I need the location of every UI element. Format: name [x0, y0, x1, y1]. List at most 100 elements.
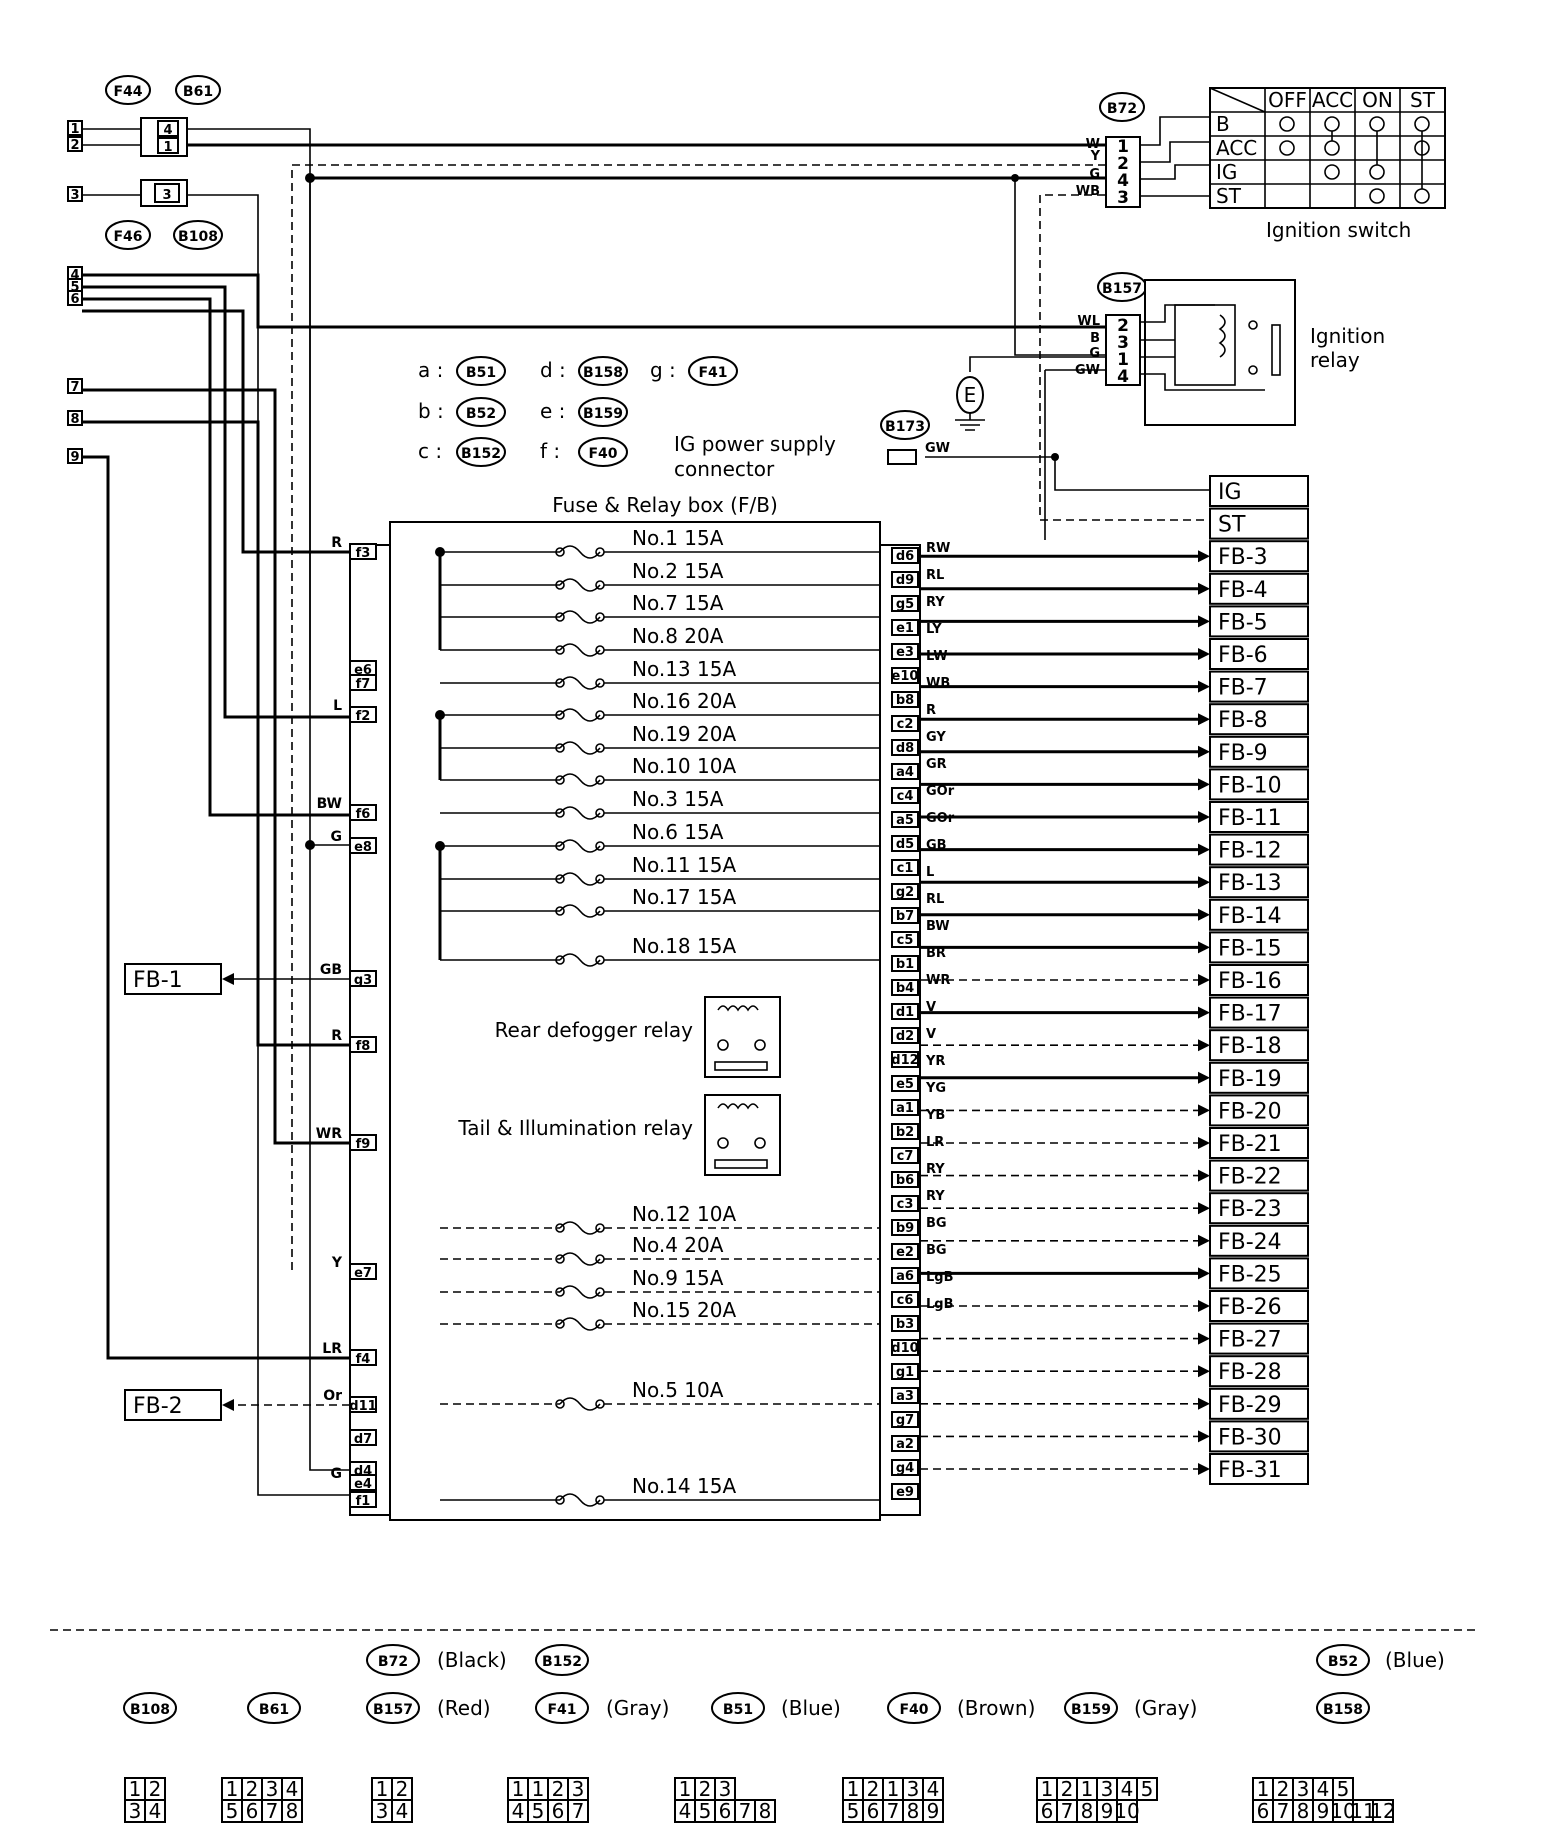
legend-connector-oval	[535, 1692, 589, 1724]
left-terminal-label: d11	[349, 1399, 376, 1414]
legend-connector-code: B52	[1328, 1654, 1358, 1670]
pin-number: 4	[149, 1799, 162, 1823]
right-terminal-label: b6	[896, 1173, 914, 1188]
right-terminal-label: c5	[897, 933, 914, 948]
output-label: IG	[1218, 480, 1242, 505]
right-terminal-box	[891, 1075, 919, 1092]
right-terminal-label: b8	[896, 693, 914, 708]
pin-number: 8	[286, 1799, 299, 1823]
right-terminal-box	[891, 1459, 919, 1476]
output-label: FB-22	[1218, 1165, 1282, 1190]
switch-position-label: ACC	[1312, 88, 1353, 112]
right-terminal-box	[891, 979, 919, 996]
legend-code-oval	[578, 437, 628, 467]
pin-number: 2	[246, 1777, 259, 1801]
legend-letter: f :	[540, 439, 560, 463]
right-terminal-label: b2	[896, 1125, 914, 1140]
right-terminal-label: g1	[896, 1365, 914, 1380]
fuse-label: No.10 10A	[632, 754, 736, 778]
tail-illumination-relay-label: Tail & Illumination relay	[457, 1116, 693, 1140]
harness-pin-label: 8	[70, 412, 79, 427]
fuse-symbol	[559, 1285, 601, 1299]
output-label: FB-17	[1218, 1002, 1282, 1027]
output-box	[1209, 1420, 1309, 1453]
svg-text:4: 4	[163, 123, 172, 138]
pin-number: 2	[1061, 1777, 1074, 1801]
output-box	[1209, 1355, 1309, 1388]
switch-contact	[1324, 164, 1340, 180]
pin-number: 11	[1350, 1799, 1375, 1823]
fuse-label: No.6 15A	[632, 820, 724, 844]
pin-number: 4	[286, 1777, 299, 1801]
switch-contact	[1279, 140, 1295, 156]
left-terminal-label: d7	[354, 1432, 372, 1447]
pin-number: 1	[847, 1777, 860, 1801]
pin-number: 4	[1317, 1777, 1330, 1801]
legend-code-oval	[688, 356, 738, 386]
ground-e-symbol: E	[955, 356, 1105, 431]
legend-connector-oval	[887, 1692, 941, 1724]
output-label: FB-24	[1218, 1230, 1282, 1255]
fuse-symbol	[559, 904, 601, 918]
legend-code-oval	[456, 397, 506, 427]
right-terminal-box	[891, 1003, 919, 1020]
sw-wire-0: W	[1086, 137, 1100, 152]
output-label: ST	[1218, 513, 1246, 538]
pin-number: 3	[1297, 1777, 1310, 1801]
legend-letter: g :	[650, 358, 676, 382]
right-wire-color: LW	[926, 649, 948, 664]
right-terminal-box	[891, 547, 919, 564]
fuse-label: No.18 15A	[632, 934, 736, 958]
legend-connector-oval	[247, 1692, 301, 1724]
sw-wire-2: G	[1089, 167, 1100, 182]
output-box	[1209, 1094, 1309, 1127]
fuse-label: No.13 15A	[632, 657, 736, 681]
right-terminal-label: d12	[891, 1053, 918, 1068]
harness-pin-box	[67, 120, 83, 136]
relay-pin-1: 3	[1117, 333, 1129, 353]
right-terminal-label: a4	[896, 765, 914, 780]
pin-number: 3	[572, 1777, 585, 1801]
output-label: FB-4	[1218, 578, 1268, 603]
left-terminal-box	[349, 1036, 377, 1053]
legend-letter: e :	[540, 399, 565, 423]
relay-pin-0: 2	[1117, 316, 1129, 336]
fuse-symbol	[559, 1221, 601, 1235]
right-terminal-box	[891, 1267, 919, 1284]
right-terminal-box	[891, 1387, 919, 1404]
left-terminal-label: g3	[354, 973, 372, 988]
fuse-label: No.16 20A	[632, 689, 736, 713]
pin-number: 4	[1121, 1777, 1134, 1801]
pin-number: 2	[867, 1777, 880, 1801]
ignition-relay-title-2: relay	[1310, 348, 1360, 372]
right-terminal-label: c7	[897, 1149, 914, 1164]
fuse-label: No.19 20A	[632, 722, 736, 746]
fuse-symbol	[559, 741, 601, 755]
output-label: FB-7	[1218, 676, 1268, 701]
right-terminal-label: c2	[897, 717, 914, 732]
pin-number: 4	[512, 1799, 525, 1823]
right-terminal-box	[891, 931, 919, 948]
right-terminal-box	[891, 1339, 919, 1356]
output-label: FB-5	[1218, 610, 1268, 635]
right-terminal-label: c6	[897, 1293, 914, 1308]
pin-number: 6	[719, 1799, 732, 1823]
pin-number: 6	[552, 1799, 565, 1823]
b108-label: B108	[178, 229, 218, 245]
right-terminal-label: b4	[896, 981, 914, 996]
fuse-symbol	[559, 839, 601, 853]
legend-connector-code: B152	[542, 1654, 582, 1670]
pin-number: 3	[266, 1777, 279, 1801]
harness-pin-label: 3	[70, 188, 79, 203]
legend-connector-oval	[535, 1644, 589, 1676]
right-terminal-box	[891, 643, 919, 660]
fuse-symbol	[559, 1397, 601, 1411]
fuse-symbol	[559, 1493, 601, 1507]
right-terminal-box	[891, 691, 919, 708]
legend-color: (Blue)	[1385, 1648, 1445, 1672]
